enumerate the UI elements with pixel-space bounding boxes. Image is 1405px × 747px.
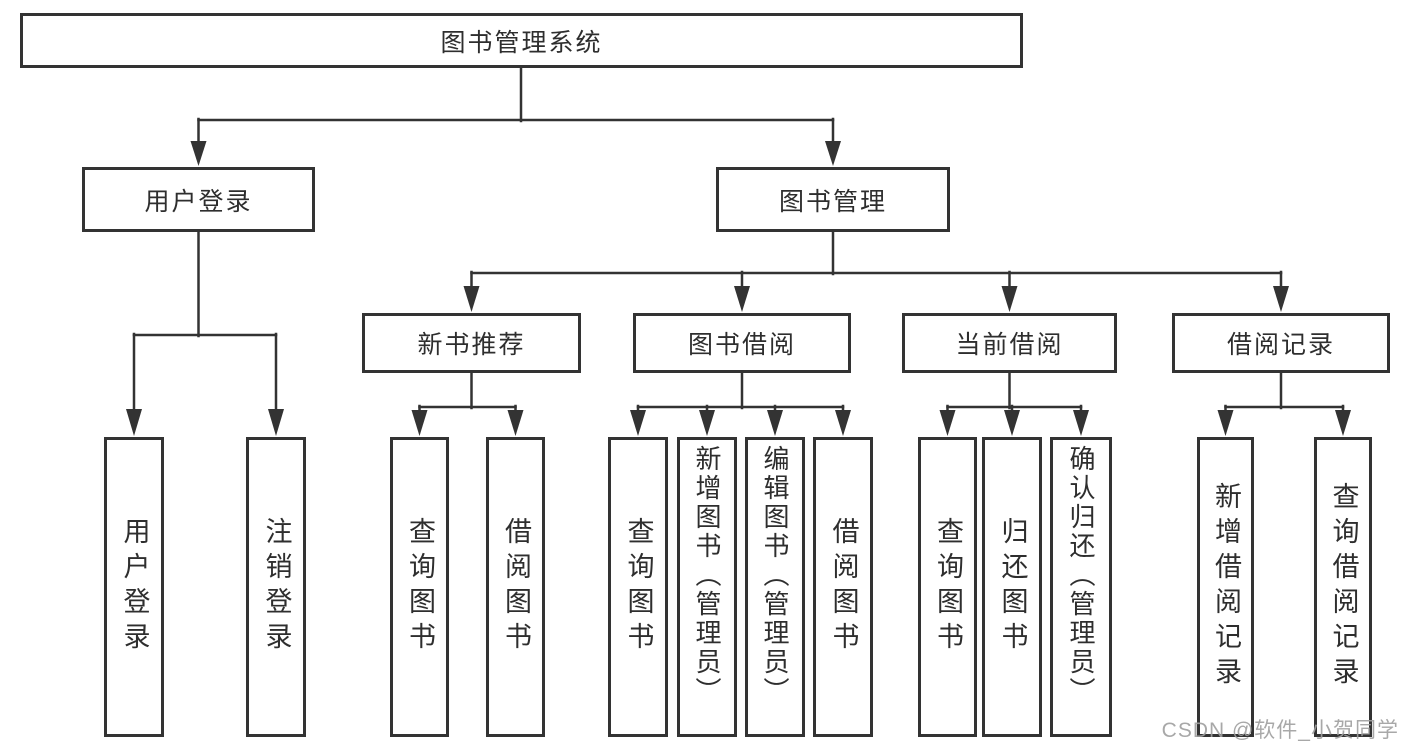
node-book-borrowing: 图书借阅 [633,313,851,373]
leaf-edit-books-admin: 编辑图书（管理员） [745,437,805,737]
leaf-return-books: 归还图书 [982,437,1042,737]
leaf-confirm-return-admin: 确认归还（管理员） [1050,437,1112,737]
node-new-book-recommend: 新书推荐 [362,313,581,373]
leaf-borrow-books: 借阅图书 [813,437,873,737]
leaf-borrow-books-recommend: 借阅图书 [486,437,545,737]
leaf-user-login: 用户登录 [104,437,164,737]
leaf-logout: 注销登录 [246,437,306,737]
csdn-watermark: CSDN @软件_小贺同学 [1161,719,1399,742]
node-root: 图书管理系统 [20,13,1023,68]
leaf-add-books-admin: 新增图书（管理员） [677,437,737,737]
leaf-add-borrow-record: 新增借阅记录 [1197,437,1254,737]
node-borrowing-records: 借阅记录 [1172,313,1390,373]
leaf-query-borrow-record: 查询借阅记录 [1314,437,1372,737]
leaf-query-books-borrowing: 查询图书 [608,437,668,737]
node-user-login: 用户登录 [82,167,315,232]
leaf-query-books-recommend: 查询图书 [390,437,449,737]
leaf-query-books-current: 查询图书 [918,437,977,737]
node-book-management: 图书管理 [716,167,950,232]
node-current-borrowing: 当前借阅 [902,313,1117,373]
